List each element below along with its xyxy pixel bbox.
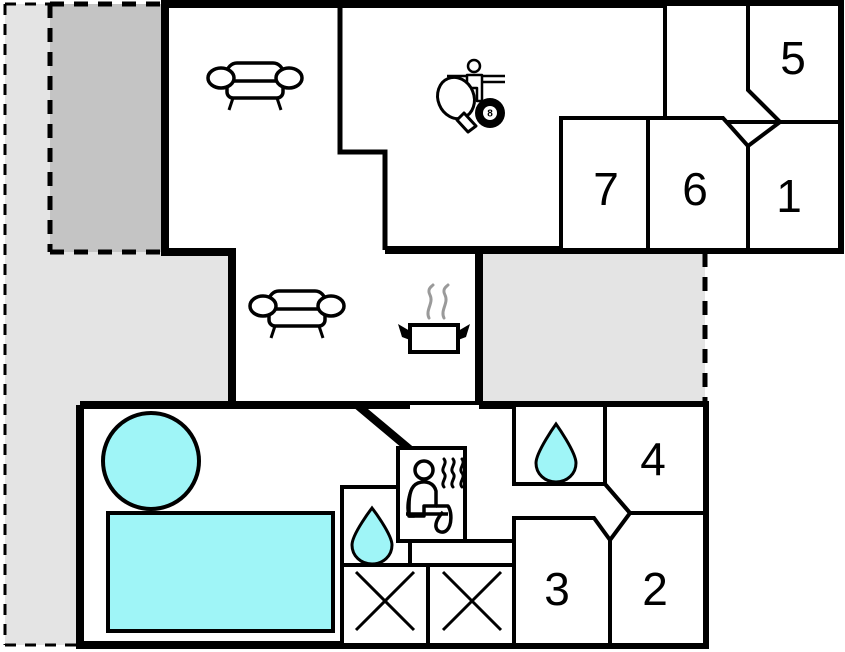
sauna-icon — [406, 457, 465, 534]
svg-text:8: 8 — [487, 109, 493, 120]
room-1-shape — [746, 120, 842, 252]
games-room-icon: 8 — [436, 58, 505, 134]
room-2-shape — [608, 511, 707, 647]
cooking-pot-icon — [398, 283, 470, 354]
room-label-3: 3 — [544, 563, 570, 615]
terrace-dark-top — [50, 4, 165, 252]
room-label-5: 5 — [780, 32, 806, 84]
room-7-shape — [559, 116, 650, 252]
swimming-pool — [106, 511, 335, 633]
water-drop-icon — [350, 505, 394, 566]
diagonal-wall-4-3 — [603, 482, 632, 515]
room-label-1: 1 — [776, 170, 802, 222]
interior-wall-upper-jog — [337, 4, 388, 250]
x-mark-icon — [441, 570, 503, 632]
hot-tub-icon — [101, 411, 201, 511]
sofa-icon — [206, 61, 304, 111]
lower-unit-top-wall-left — [80, 401, 416, 456]
sofa-icon — [248, 289, 346, 339]
room-label-2: 2 — [642, 563, 668, 615]
wc-left-room — [340, 563, 430, 647]
wc-right-room — [426, 563, 516, 647]
room-number-labels: 5 7 6 1 4 3 2 — [544, 32, 806, 615]
room-hall-shape — [663, 2, 785, 124]
room-label-6: 6 — [682, 163, 708, 215]
terrace-light-mid — [479, 253, 705, 405]
room-label-7: 7 — [593, 163, 619, 215]
water-drop-icon — [534, 421, 578, 484]
x-mark-icon — [354, 570, 416, 632]
room-label-4: 4 — [640, 433, 666, 485]
